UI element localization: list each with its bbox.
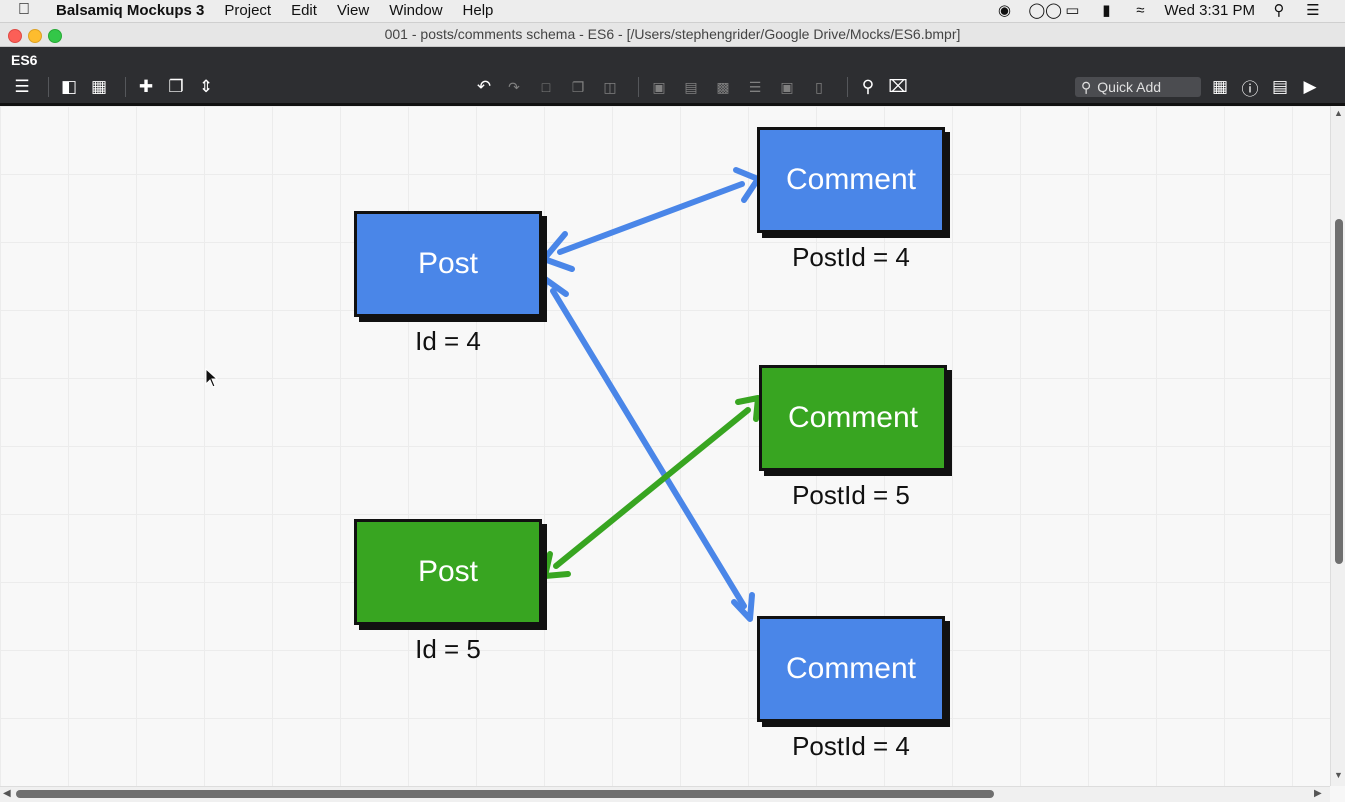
post-caption: Id = 4 xyxy=(415,326,481,356)
menu-project[interactable]: Project xyxy=(224,2,272,19)
scroll-right-icon[interactable]: ▶ xyxy=(1314,788,1322,799)
toolbar-right: ▦ ⓘ ▤ ▶ xyxy=(1208,75,1328,99)
trash-icon[interactable]: ▯ xyxy=(815,78,823,95)
redo-icon[interactable]: ↷ xyxy=(508,78,520,95)
arrow-post4-comment-top[interactable] xyxy=(541,167,761,272)
cut-icon[interactable]: □ xyxy=(541,79,551,95)
post-caption: Id = 5 xyxy=(415,634,481,664)
divider xyxy=(847,77,848,97)
comment-box-top[interactable]: Comment xyxy=(757,127,945,233)
spotlight-search-icon[interactable]: ⚲ xyxy=(1273,2,1285,19)
grid-view-icon[interactable]: ▦ xyxy=(90,77,108,96)
paste-icon[interactable]: ◫ xyxy=(603,78,617,95)
project-name[interactable]: ES6 xyxy=(11,52,38,68)
horizontal-scroll-thumb[interactable] xyxy=(16,790,994,798)
ungroup-icon[interactable]: ▤ xyxy=(684,78,698,95)
search-icon: ⚲ xyxy=(1081,78,1092,95)
comment-caption: PostId = 4 xyxy=(792,731,910,761)
glasses-icon[interactable]: ◯◯ xyxy=(1028,2,1062,19)
window-title-bar: 001 - posts/comments schema - ES6 - [/Us… xyxy=(0,23,1345,47)
clock[interactable]: Wed 3:31 PM xyxy=(1164,1,1255,19)
comment-box-bottom[interactable]: Comment xyxy=(757,616,945,722)
record-icon[interactable]: ◉ xyxy=(997,2,1011,19)
mockup-canvas[interactable]: Post Id = 4 Post Id = 5 Comment PostId =… xyxy=(0,106,1330,786)
scroll-left-icon[interactable]: ◀ xyxy=(3,788,11,799)
duplicate-icon[interactable]: ❐ xyxy=(168,77,184,96)
relationship-arrows xyxy=(540,167,761,622)
toolbar-left: ☰ ◧ ▦ ✚ ❐ ⇕ xyxy=(10,75,224,99)
comment-label: Comment xyxy=(787,401,919,434)
find-icon[interactable]: ⚲ xyxy=(861,77,875,96)
menu-app-name[interactable]: Balsamiq Mockups 3 xyxy=(56,2,205,19)
status-area: ◉ ◯◯ ▭ ▮ ≈ Wed 3:31 PM ⚲ ☰ xyxy=(994,1,1323,20)
battery-icon[interactable]: ▮ xyxy=(1102,2,1111,19)
minimize-window-button[interactable] xyxy=(28,29,42,43)
copy-icon[interactable]: ❐ xyxy=(571,78,585,95)
menu-edit[interactable]: Edit xyxy=(291,2,317,19)
presentation-icon[interactable]: ▶ xyxy=(1303,77,1317,96)
group-icon[interactable]: ▣ xyxy=(652,78,666,95)
zoom-window-button[interactable] xyxy=(48,29,62,43)
ui-library-icon[interactable]: ▦ xyxy=(1211,77,1229,96)
toolbar-center: ↶ ↷ □ ❐ ◫ ▣ ▤ ▩ ☰ ▣ ▯ ⚲ ⌧ xyxy=(472,75,916,99)
menu-help[interactable]: Help xyxy=(462,2,494,19)
arrange-icon[interactable]: ▩ xyxy=(716,78,730,95)
comment-caption: PostId = 5 xyxy=(792,480,910,510)
app-menu: Balsamiq Mockups 3 Project Edit View Win… xyxy=(56,2,493,19)
sort-icon[interactable]: ⇕ xyxy=(198,77,214,96)
undo-icon[interactable]: ↶ xyxy=(476,77,492,96)
align-icon[interactable]: ☰ xyxy=(748,78,762,95)
menu-view[interactable]: View xyxy=(336,2,370,19)
post-box-id5[interactable]: Post xyxy=(354,519,542,625)
toolbar-border xyxy=(0,103,1345,106)
quick-add-input[interactable]: ⚲ Quick Add xyxy=(1075,77,1201,97)
arrow-post4-comment-bottom[interactable] xyxy=(540,276,755,622)
comment-label: Comment xyxy=(785,163,917,196)
airplay-icon[interactable]: ▭ xyxy=(1065,2,1080,19)
vertical-scrollbar[interactable]: ▲ ▼ xyxy=(1330,106,1345,786)
info-icon[interactable]: ⓘ xyxy=(1241,79,1259,99)
comment-caption: PostId = 4 xyxy=(792,242,910,272)
post-label: Post xyxy=(417,247,479,280)
wifi-icon[interactable]: ≈ xyxy=(1136,1,1145,19)
scroll-down-icon[interactable]: ▼ xyxy=(1334,770,1343,780)
notes-icon[interactable]: ▤ xyxy=(1271,77,1289,96)
close-window-button[interactable] xyxy=(8,29,22,43)
lock-icon[interactable]: ▣ xyxy=(780,78,794,95)
notification-center-icon[interactable]: ☰ xyxy=(1306,2,1320,19)
vertical-scroll-thumb[interactable] xyxy=(1335,219,1343,564)
arrow-post5-comment-middle[interactable] xyxy=(542,395,761,579)
divider xyxy=(48,77,49,97)
horizontal-scrollbar[interactable]: ◀ ▶ xyxy=(0,786,1330,802)
apple-icon[interactable]:  xyxy=(18,1,30,19)
add-icon[interactable]: ✚ xyxy=(138,77,154,96)
menu-icon[interactable]: ☰ xyxy=(14,77,30,96)
mouse-cursor-icon xyxy=(205,368,219,388)
divider xyxy=(125,77,126,97)
menu-window[interactable]: Window xyxy=(389,2,443,19)
window-title: 001 - posts/comments schema - ES6 - [/Us… xyxy=(384,26,961,42)
panel-toggle-icon[interactable]: ◧ xyxy=(60,77,78,96)
scroll-up-icon[interactable]: ▲ xyxy=(1334,108,1343,118)
comment-box-middle[interactable]: Comment xyxy=(759,365,947,471)
divider xyxy=(638,77,639,97)
post-label: Post xyxy=(417,555,479,588)
comment-label: Comment xyxy=(785,652,917,685)
post-box-id4[interactable]: Post xyxy=(354,211,542,317)
clear-icon[interactable]: ⌧ xyxy=(888,77,908,96)
quick-add-placeholder: Quick Add xyxy=(1097,79,1162,95)
app-toolbar: ES6 ☰ ◧ ▦ ✚ ❐ ⇕ ↶ ↷ □ ❐ ◫ ▣ ▤ ▩ ☰ ▣ ▯ ⚲ … xyxy=(0,47,1345,105)
macos-menu-bar:  Balsamiq Mockups 3 Project Edit View W… xyxy=(0,0,1345,23)
